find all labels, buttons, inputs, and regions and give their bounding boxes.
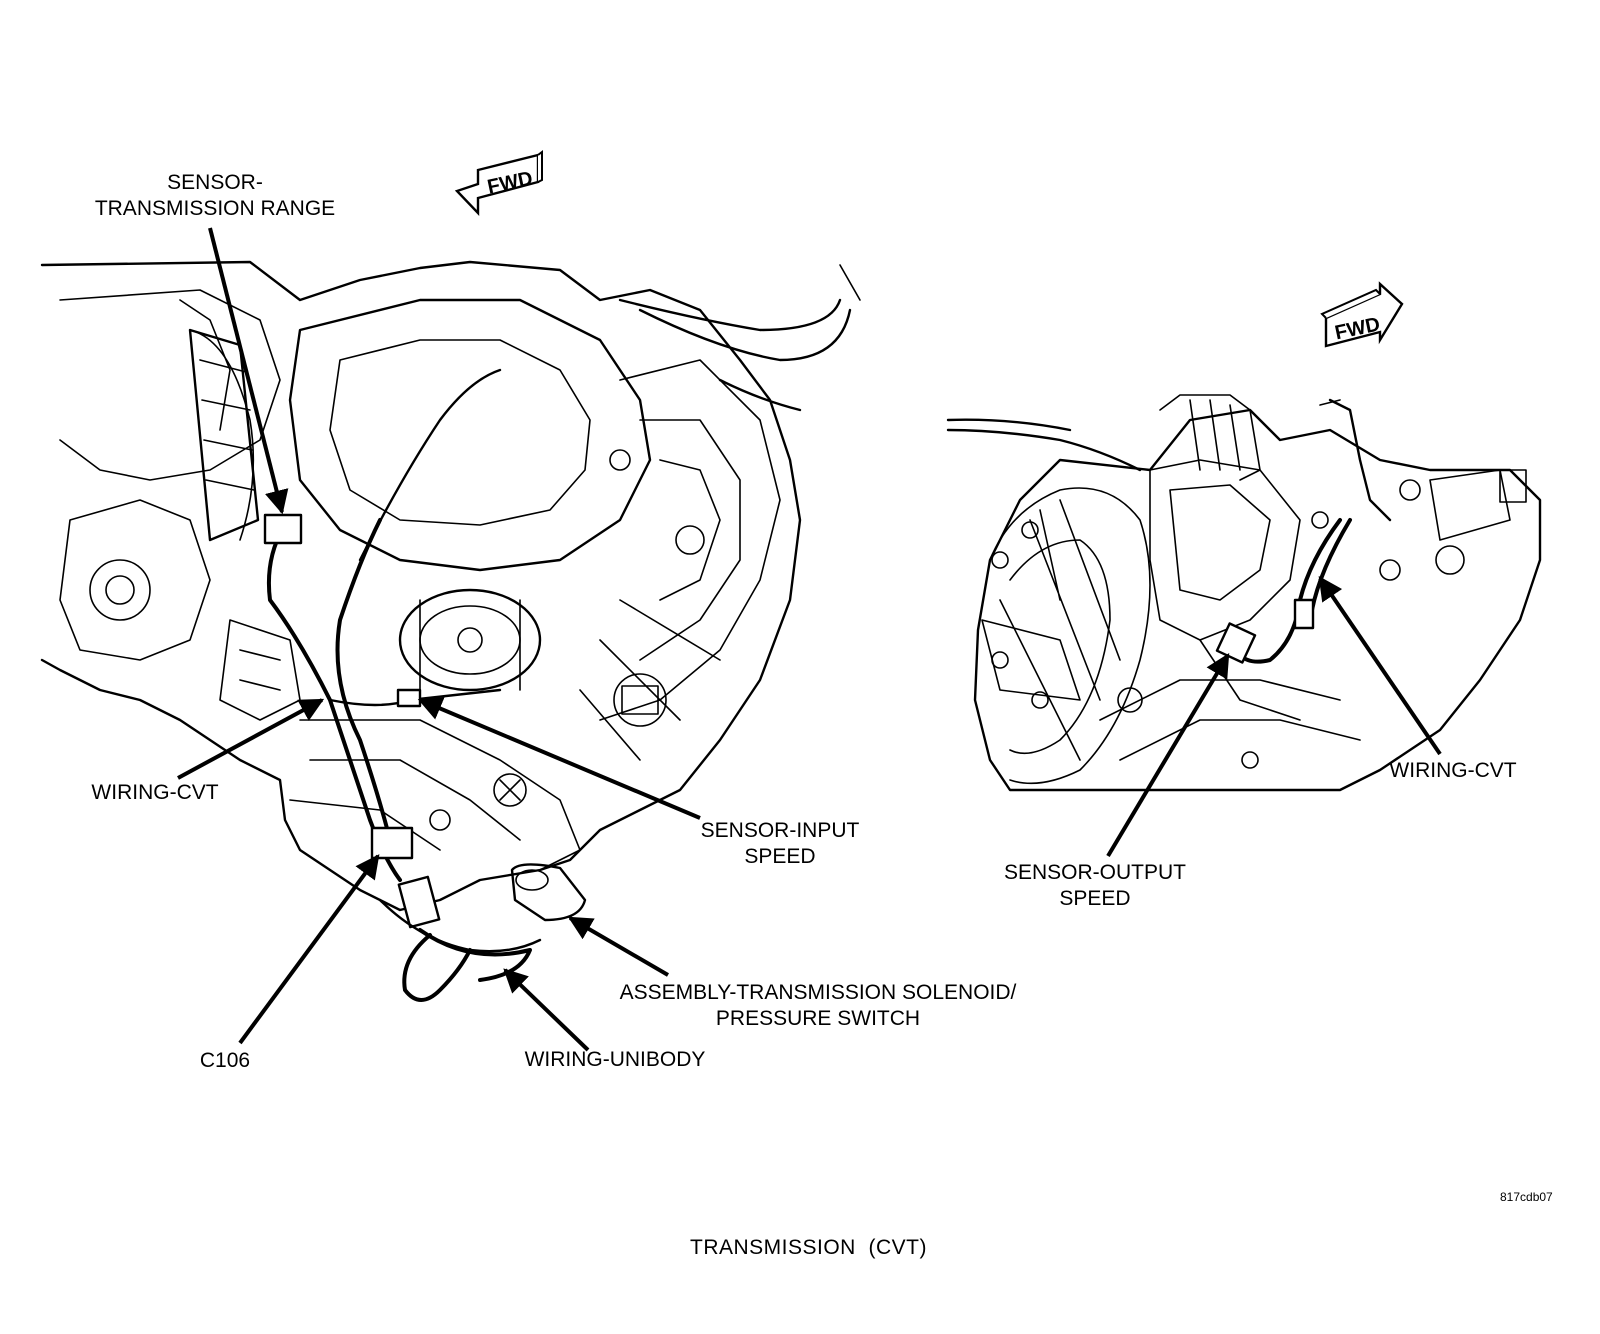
leader-c106 <box>238 854 380 1045</box>
label-wiring-cvt-right: WIRING-CVT <box>1389 759 1517 782</box>
right-transmission-drawing <box>946 394 1542 792</box>
label-c106: C106 <box>199 1049 251 1072</box>
fwd-arrow-left: FWD <box>454 150 543 216</box>
leader-wiring-cvt-right <box>1318 576 1442 756</box>
label-assembly-solenoid-line2: PRESSURE SWITCH <box>715 1007 921 1030</box>
label-sensor-transmission-range: SENSOR- TRANSMISSION RANGE <box>90 170 340 222</box>
figure-code: 817cdb07 <box>1500 1190 1553 1204</box>
label-sensor-transmission-range-line2: TRANSMISSION RANGE <box>94 197 336 220</box>
leader-sensor-transmission-range <box>208 227 289 515</box>
leader-assembly-solenoid <box>567 916 670 977</box>
label-sensor-input-speed-line2: SPEED <box>744 845 816 868</box>
leader-wiring-cvt-left <box>177 698 325 780</box>
fwd-arrow-right: FWD <box>1320 281 1404 348</box>
label-assembly-solenoid-line1: ASSEMBLY-TRANSMISSION SOLENOID/ <box>619 981 1017 1004</box>
leader-sensor-output-speed <box>1106 652 1230 858</box>
label-sensor-input-speed-line1: SENSOR-INPUT <box>700 819 860 842</box>
left-transmission-drawing <box>40 260 861 1002</box>
leader-lines <box>177 227 1442 1052</box>
label-wiring-cvt-left: WIRING-CVT <box>91 781 219 804</box>
label-sensor-transmission-range-line1: SENSOR- <box>167 171 263 194</box>
label-assembly-solenoid: ASSEMBLY-TRANSMISSION SOLENOID/ PRESSURE… <box>598 980 1038 1032</box>
label-sensor-input-speed: SENSOR-INPUT SPEED <box>680 818 880 870</box>
leader-sensor-input-speed <box>417 697 701 820</box>
label-sensor-output-speed-line2: SPEED <box>1059 887 1131 910</box>
label-sensor-output-speed-line1: SENSOR-OUTPUT <box>1003 861 1186 884</box>
figure-caption: TRANSMISSION (CVT) <box>690 1236 928 1259</box>
label-wiring-unibody: WIRING-UNIBODY <box>524 1048 706 1071</box>
leader-wiring-unibody <box>503 968 590 1052</box>
label-sensor-output-speed: SENSOR-OUTPUT SPEED <box>990 860 1200 912</box>
